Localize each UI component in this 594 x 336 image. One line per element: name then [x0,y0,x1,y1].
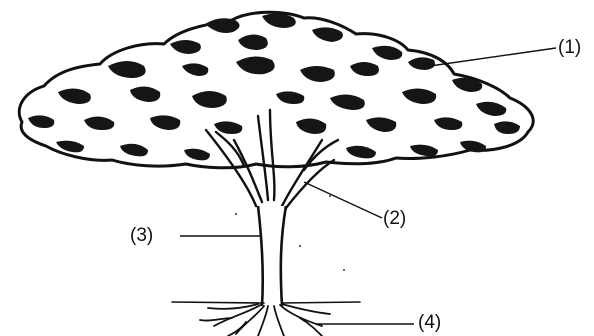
crown-outline [17,10,535,170]
leaf-clusters [28,13,520,161]
label-3: (3) [130,225,154,246]
label-1: (1) [558,37,582,58]
leader-line-2 [303,181,383,219]
tree-branches [204,108,340,210]
tree-roots [171,301,361,336]
leader-lines [180,47,557,325]
leader-line-1 [429,47,557,67]
speckles [235,195,345,271]
label-2: (2) [383,208,407,229]
tree-trunk [256,205,288,307]
label-4: (4) [418,312,442,333]
tree-crown [17,10,535,170]
